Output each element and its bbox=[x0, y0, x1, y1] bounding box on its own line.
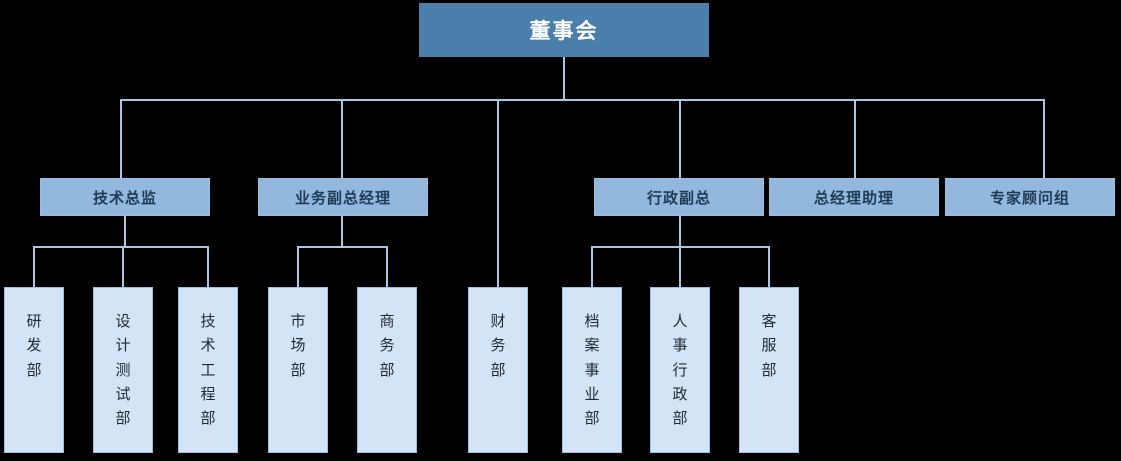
node-finance-dept[interactable]: 财务部 bbox=[468, 287, 528, 453]
node-label: 技术工程部 bbox=[200, 313, 216, 428]
node-expert-advisory-group[interactable]: 专家顾问组 bbox=[945, 178, 1115, 216]
node-label: 客服部 bbox=[761, 313, 777, 379]
connector-admin-vp-stem bbox=[679, 216, 681, 247]
connector-drop-engineering-dept bbox=[207, 246, 209, 288]
connector-business-vp-bus bbox=[297, 246, 387, 248]
node-label: 研发部 bbox=[26, 313, 42, 379]
node-label: 技术总监 bbox=[92, 189, 157, 207]
node-customer-service-dept[interactable]: 客服部 bbox=[739, 287, 799, 453]
node-business-vice-gm[interactable]: 业务副总经理 bbox=[258, 178, 428, 216]
node-label: 董事会 bbox=[529, 20, 599, 43]
node-administrative-vp[interactable]: 行政副总 bbox=[594, 178, 764, 216]
node-label: 专家顾问组 bbox=[989, 189, 1070, 207]
connector-drop-hr-admin-dept bbox=[679, 246, 681, 288]
node-rd-dept[interactable]: 研发部 bbox=[4, 287, 64, 453]
connector-technical-director-bus bbox=[33, 246, 209, 248]
connector-drop-archive-dept bbox=[591, 246, 593, 288]
node-label: 行政副总 bbox=[646, 189, 711, 207]
node-label: 档案事业部 bbox=[584, 313, 600, 428]
connector-drop-expert-group bbox=[1043, 99, 1045, 179]
node-label: 业务副总经理 bbox=[294, 189, 391, 207]
node-archive-dept[interactable]: 档案事业部 bbox=[562, 287, 622, 453]
connector-drop-design-test-dept bbox=[122, 246, 124, 288]
node-gm-assistant[interactable]: 总经理助理 bbox=[769, 178, 939, 216]
connector-drop-technical-director bbox=[120, 99, 122, 179]
connector-drop-rd-dept bbox=[33, 246, 35, 288]
node-label: 人事行政部 bbox=[672, 313, 688, 428]
node-board-of-directors[interactable]: 董事会 bbox=[419, 3, 709, 57]
node-label: 总经理助理 bbox=[813, 189, 894, 207]
connector-level2-bus bbox=[120, 99, 1044, 101]
node-label: 市场部 bbox=[290, 313, 306, 379]
connector-drop-finance-dept bbox=[497, 99, 499, 288]
connector-drop-customer-service-dept bbox=[768, 246, 770, 288]
node-label: 财务部 bbox=[490, 313, 506, 379]
node-label: 商务部 bbox=[379, 313, 395, 379]
connector-drop-business-vp bbox=[341, 99, 343, 179]
node-hr-admin-dept[interactable]: 人事行政部 bbox=[650, 287, 710, 453]
node-engineering-dept[interactable]: 技术工程部 bbox=[178, 287, 238, 453]
node-label: 设计测试部 bbox=[115, 313, 131, 428]
connector-technical-director-stem bbox=[124, 216, 126, 247]
connector-business-vp-stem bbox=[341, 216, 343, 247]
connector-drop-gm-assistant bbox=[854, 99, 856, 179]
connector-drop-commerce-dept bbox=[386, 246, 388, 288]
node-technical-director[interactable]: 技术总监 bbox=[40, 178, 210, 216]
node-commerce-dept[interactable]: 商务部 bbox=[357, 287, 417, 453]
node-marketing-dept[interactable]: 市场部 bbox=[268, 287, 328, 453]
connector-drop-admin-vp bbox=[679, 99, 681, 179]
connector-root-trunk bbox=[563, 57, 565, 100]
connector-drop-marketing-dept bbox=[297, 246, 299, 288]
node-design-test-dept[interactable]: 设计测试部 bbox=[93, 287, 153, 453]
